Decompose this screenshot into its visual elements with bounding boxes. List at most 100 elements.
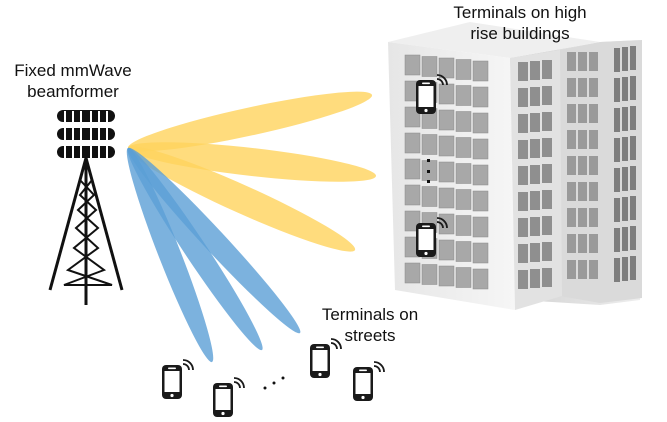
window (530, 165, 540, 184)
window (518, 62, 528, 81)
window (421, 186, 438, 207)
window (438, 57, 455, 79)
streets-label-line1: Terminals on (321, 305, 419, 324)
window (622, 47, 628, 71)
window (421, 264, 438, 285)
window (614, 258, 620, 282)
window (630, 256, 636, 280)
street-beam (127, 147, 301, 334)
window (518, 244, 528, 263)
window (438, 109, 455, 131)
street-beam (126, 147, 214, 363)
window (472, 190, 489, 212)
window (404, 132, 421, 154)
high-rise-building-icon (388, 22, 642, 310)
high-rise-label-line2: rise buildings (470, 24, 570, 43)
window (438, 83, 455, 105)
window (518, 140, 528, 159)
window (567, 78, 576, 97)
window (472, 268, 489, 290)
window (472, 164, 489, 186)
window (630, 226, 636, 250)
window (438, 161, 455, 183)
window (589, 52, 598, 71)
street-beam (127, 147, 263, 351)
beam-pattern (126, 91, 377, 363)
window (404, 184, 421, 206)
window (404, 54, 421, 76)
cell-tower-icon (48, 110, 124, 305)
window (472, 112, 489, 134)
window (589, 130, 598, 149)
window (567, 182, 576, 201)
window (404, 158, 421, 180)
window (404, 106, 421, 128)
window (589, 78, 598, 97)
window (455, 189, 472, 210)
window (567, 130, 576, 149)
window (542, 60, 552, 79)
window (518, 114, 528, 133)
window (578, 260, 587, 279)
window (567, 156, 576, 175)
window (404, 262, 421, 284)
window (455, 59, 472, 80)
window (578, 208, 587, 227)
window (630, 106, 636, 130)
window (589, 208, 598, 227)
window (567, 260, 576, 279)
window (542, 164, 552, 183)
high-rise-beam (127, 146, 356, 252)
window (578, 104, 587, 123)
window (455, 241, 472, 262)
window (472, 216, 489, 238)
window (567, 234, 576, 253)
window (630, 136, 636, 160)
window (455, 163, 472, 184)
window (578, 52, 587, 71)
window (630, 46, 636, 70)
beamformer-label-line2: beamformer (27, 82, 119, 101)
window (542, 242, 552, 261)
window (622, 77, 628, 101)
high-rise-beam (127, 142, 377, 182)
window (530, 139, 540, 158)
window (614, 48, 620, 72)
window (518, 166, 528, 185)
window (567, 208, 576, 227)
window (530, 191, 540, 210)
window (455, 111, 472, 132)
window (530, 217, 540, 236)
window (578, 156, 587, 175)
high-rise-terminals-label: Terminals on high rise buildings (425, 2, 615, 44)
window (530, 61, 540, 80)
window (472, 60, 489, 82)
window (472, 138, 489, 160)
window (614, 228, 620, 252)
window (614, 78, 620, 102)
streets-label-line2: streets (344, 326, 396, 345)
window (622, 197, 628, 221)
window (614, 138, 620, 162)
window (578, 130, 587, 149)
window (455, 267, 472, 288)
window (530, 269, 540, 288)
window (630, 76, 636, 100)
high-rise-label-line1: Terminals on high (453, 3, 587, 22)
window (472, 242, 489, 264)
window (455, 137, 472, 158)
window (622, 107, 628, 131)
window (518, 218, 528, 237)
window (622, 227, 628, 251)
window (438, 135, 455, 157)
window (589, 260, 598, 279)
window (530, 243, 540, 262)
beamformer-label-line1: Fixed mmWave (14, 61, 132, 80)
window (518, 192, 528, 211)
window (589, 234, 598, 253)
window (421, 56, 438, 77)
high-rise-beam (127, 91, 373, 152)
window (567, 104, 576, 123)
window (518, 270, 528, 289)
